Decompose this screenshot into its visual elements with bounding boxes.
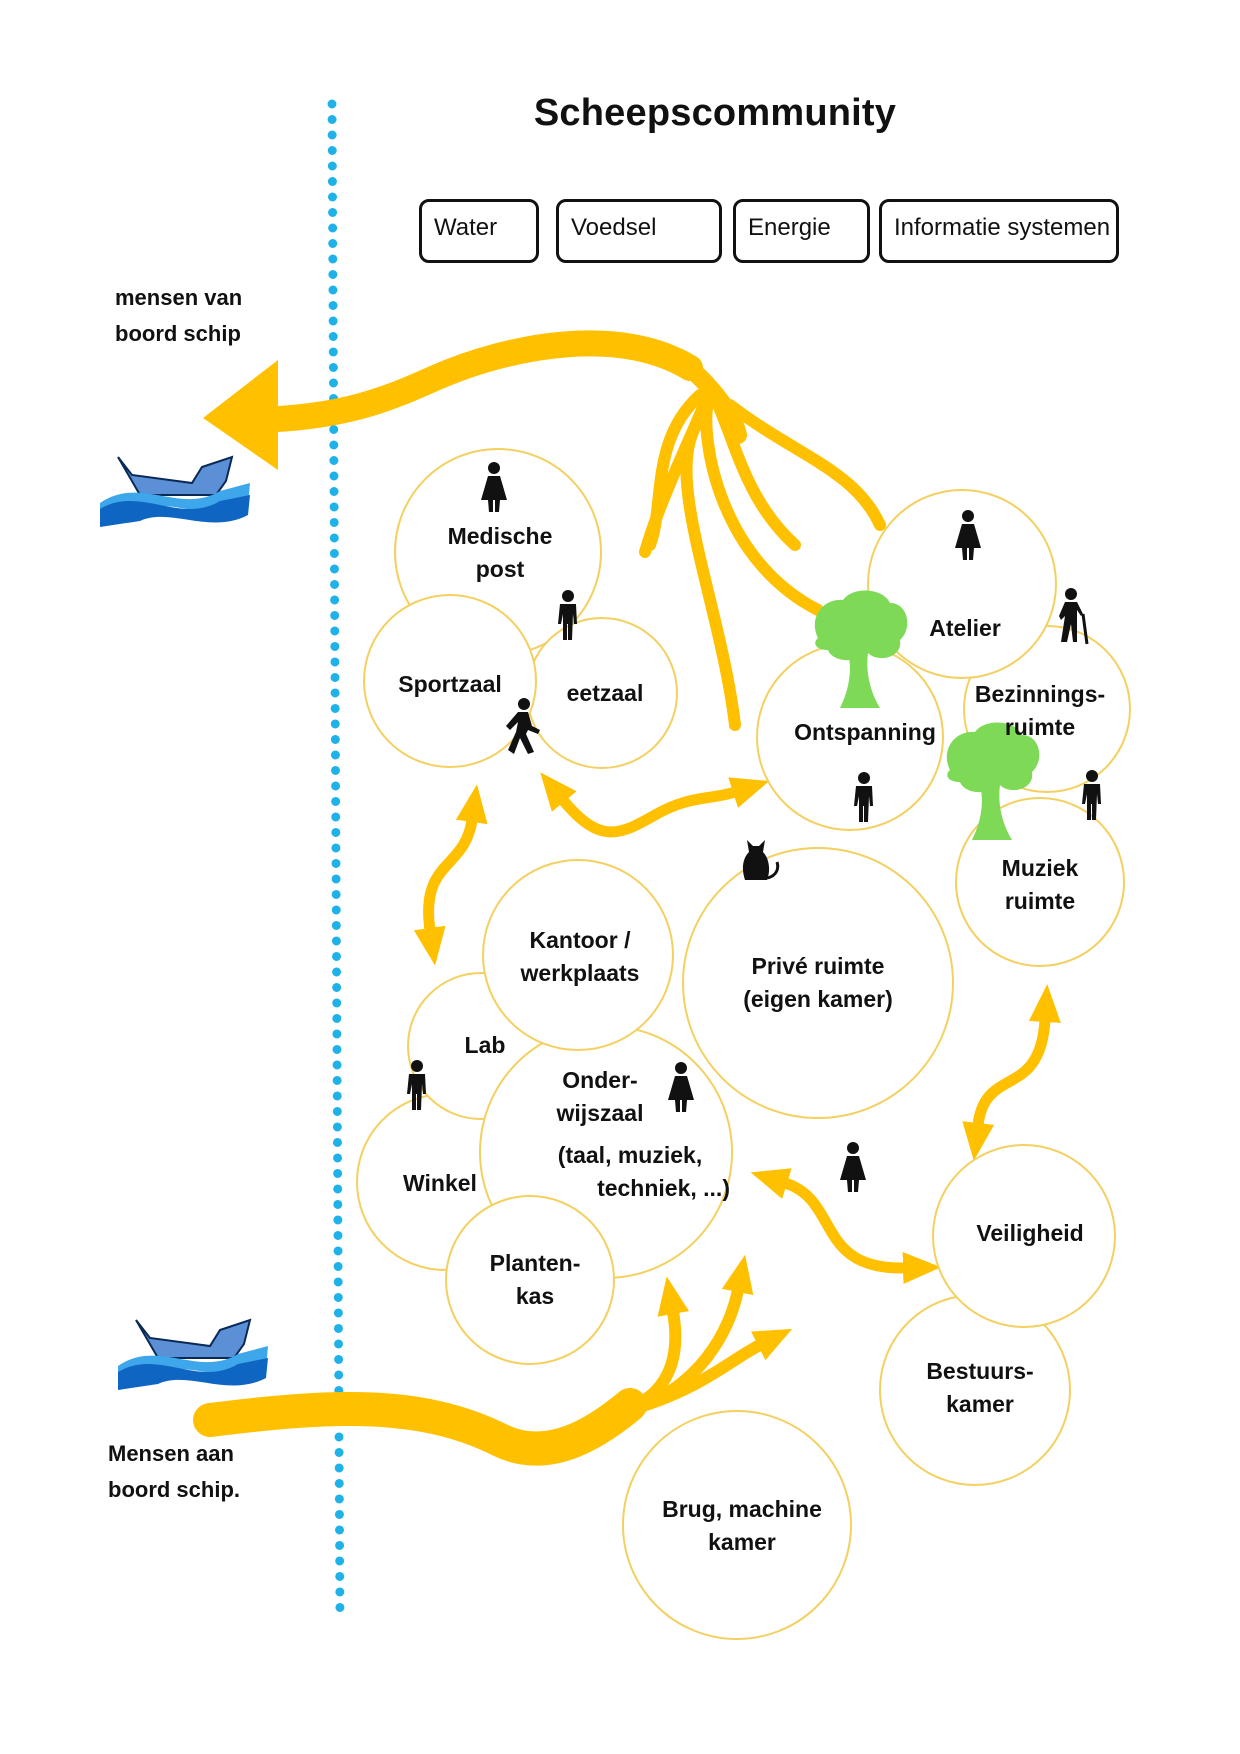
system-label: Water (434, 214, 498, 241)
circle-prive-ruimte (682, 847, 954, 1119)
room-label-prive-ruimte: Privé ruimte (eigen kamer) (743, 953, 893, 1012)
elder-icon (1059, 588, 1089, 645)
system-label: Energie (748, 214, 831, 241)
person-icon (840, 1142, 866, 1192)
room-label-eetzaal: eetzaal (566, 680, 644, 706)
room-label-winkel: Winkel (403, 1170, 477, 1196)
walker-icon (506, 698, 540, 754)
side-label-top: mensen van boord schip (115, 285, 243, 346)
system-label: Voedsel (571, 214, 657, 241)
system-box-informatie: Informatie systemen (879, 199, 1119, 263)
circle-atelier (867, 489, 1057, 679)
system-box-energie: Energie (733, 199, 870, 263)
boat-icon (100, 455, 250, 527)
room-label-bestuurskamer: Bestuurs- kamer (926, 1358, 1034, 1417)
circle-sportzaal (363, 594, 537, 768)
room-label-bezinningsruimte: Bezinnings- ruimte (974, 681, 1106, 740)
room-circles (356, 448, 1131, 1640)
room-label-ontspanning: Ontspanning (794, 719, 936, 745)
cat-icon (742, 840, 780, 880)
boat-icon (118, 1318, 268, 1390)
connection-arrows (413, 772, 1061, 1285)
system-box-voedsel: Voedsel (556, 199, 722, 263)
room-label-kantoor: Kantoor / werkplaats (520, 927, 640, 986)
circle-muziek-ruimte (955, 797, 1125, 967)
room-label-veiligheid: Veiligheid (976, 1220, 1084, 1246)
room-label-medische-post: Medische post (447, 523, 553, 582)
room-label-atelier: Atelier (929, 615, 1001, 641)
room-label-sportzaal: Sportzaal (398, 671, 502, 697)
room-label-lab: Lab (464, 1032, 506, 1058)
page-title: Scheepscommunity (533, 92, 897, 134)
room-label-onderwijszaal-title: Onder- wijszaal (556, 1067, 644, 1126)
circle-plantenkas (445, 1195, 615, 1365)
room-label-onderwijszaal-subjects: (taal, muziek, techniek, ...) (557, 1142, 730, 1201)
circle-veiligheid (932, 1144, 1116, 1328)
system-box-water: Water (419, 199, 539, 263)
room-label-plantenkas: Planten- kas (489, 1250, 581, 1309)
side-label-bottom: Mensen aan boord schip. (108, 1441, 240, 1502)
incoming-flow (193, 1254, 793, 1466)
system-label: Informatie systemen (894, 214, 1111, 241)
room-label-brug: Brug, machine kamer (662, 1496, 822, 1555)
circle-brug (622, 1410, 852, 1640)
outgoing-arrowhead (203, 360, 278, 470)
outgoing-flow (242, 330, 886, 731)
circle-kantoor (482, 859, 674, 1051)
room-label-muziek-ruimte: Muziek ruimte (1001, 855, 1079, 914)
boundary-dotted-line (327, 99, 345, 1627)
